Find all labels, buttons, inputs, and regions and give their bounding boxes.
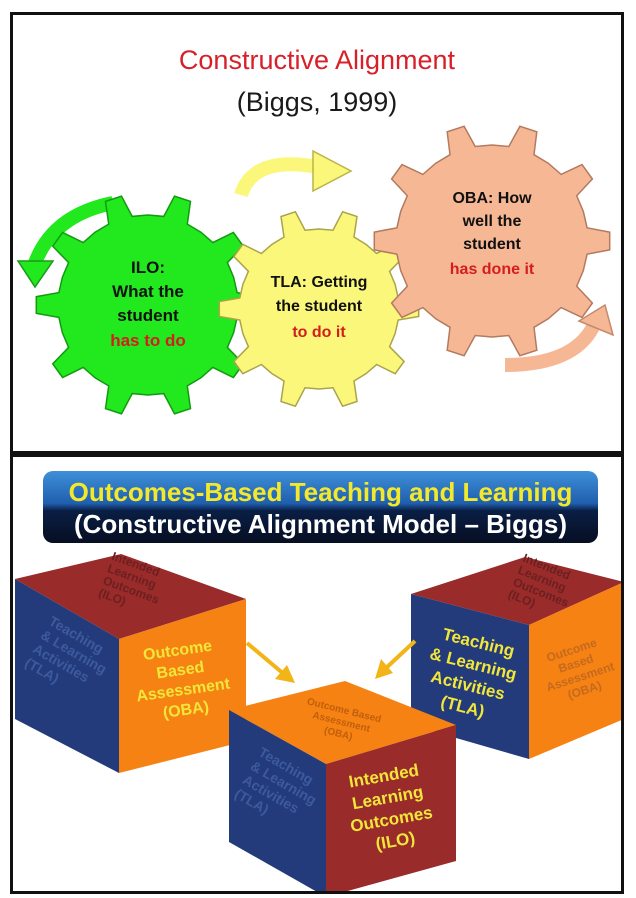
diagram-title: Constructive Alignment — [178, 45, 456, 75]
yellow-arrow-head — [312, 149, 353, 193]
green-arrow-head — [16, 260, 55, 289]
oba-gear — [373, 125, 611, 357]
peach-arrow-head — [577, 303, 615, 337]
constructive-alignment-panel: Constructive Alignment (Biggs, 1999) ILO… — [10, 12, 624, 454]
obtl-banner: Outcomes-Based Teaching and Learning (Co… — [43, 471, 598, 543]
banner-title: Outcomes-Based Teaching and Learning — [68, 477, 573, 507]
cube-diagram: Intended Learning Outcomes (ILO) Teachin… — [15, 549, 621, 891]
left-cube-front-text-2: Based — [155, 659, 205, 683]
yellow-curved-arrow — [234, 157, 320, 198]
peach-curved-arrow — [504, 323, 600, 372]
diagram-subtitle: (Biggs, 1999) — [236, 87, 398, 117]
gear-peach-shape — [373, 125, 611, 357]
left-cube-front-text-4: (OBA) — [162, 699, 210, 722]
left-cube-front-face — [119, 599, 246, 773]
oba-gear-line-3: student — [463, 236, 521, 253]
oba-gear-highlight: has done it — [450, 261, 535, 278]
ilo-gear — [35, 195, 261, 415]
tla-gear — [218, 210, 420, 408]
banner-subtitle: (Constructive Alignment Model – Biggs) — [73, 509, 568, 539]
green-curved-arrow — [28, 196, 115, 266]
ilo-gear-line-3: student — [117, 306, 179, 325]
gear-yellow-shape — [218, 210, 420, 408]
obtl-panel: Outcomes-Based Teaching and Learning (Co… — [10, 454, 624, 894]
gear-green-shape — [35, 195, 261, 415]
ilo-gear-line-1: ILO: — [131, 258, 165, 277]
left-cube: Intended Learning Outcomes (ILO) Teachin… — [15, 549, 246, 773]
gear-diagram: ILO: What the student has to do TLA: Get… — [16, 125, 615, 415]
left-cube-side-face — [15, 579, 119, 773]
arrow-tla-to-center — [375, 639, 417, 679]
ilo-gear-line-2: What the — [112, 282, 184, 301]
left-cube-top-face — [15, 554, 246, 639]
right-cube: Intended Learning Outcomes (ILO) Teachin… — [411, 551, 621, 759]
center-cube: Outcome Based Assessment (OBA) Teaching … — [229, 681, 456, 891]
center-cube-top-face — [229, 681, 456, 764]
center-cube-side-face — [229, 710, 326, 891]
tla-gear-highlight: to do it — [292, 324, 346, 341]
right-cube-front-face — [411, 594, 529, 759]
oba-gear-line-1: OBA: How — [452, 190, 532, 207]
arrow-oba-to-center — [245, 641, 295, 683]
oba-gear-line-2: well the — [462, 213, 522, 230]
center-cube-front-face — [326, 725, 456, 891]
right-cube-side-face — [529, 583, 621, 759]
ilo-gear-highlight: has to do — [110, 331, 186, 350]
tla-gear-line-1: TLA: Getting — [271, 274, 368, 291]
right-cube-top-face — [411, 557, 621, 625]
tla-gear-line-2: the student — [276, 298, 363, 315]
